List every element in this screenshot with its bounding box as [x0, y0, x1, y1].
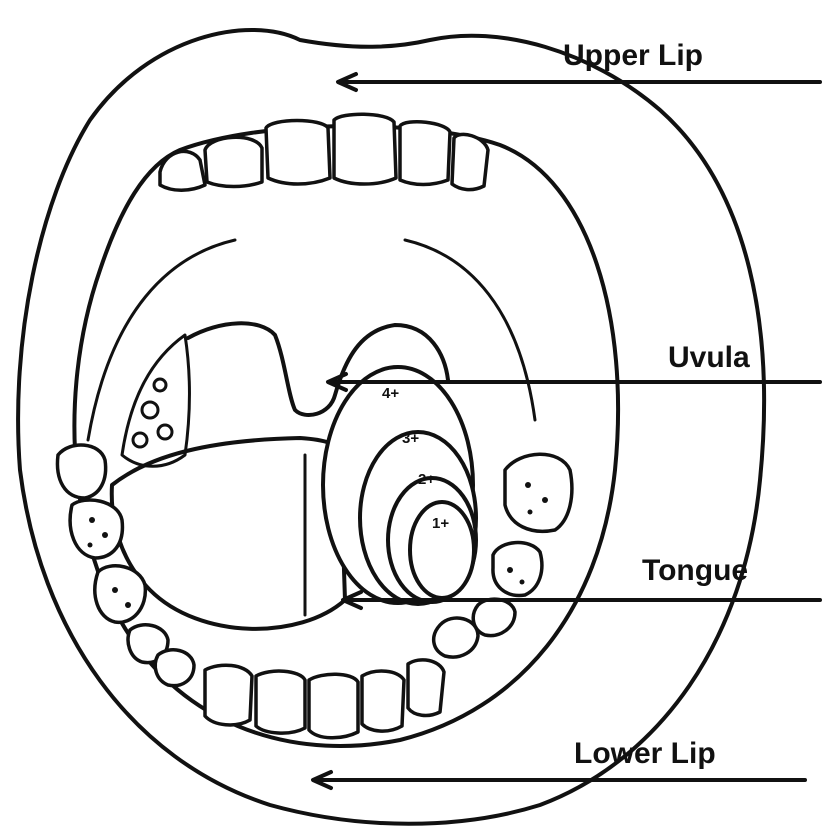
lower-tooth	[256, 671, 305, 733]
upper-tooth	[334, 114, 396, 184]
tongue-label: Tongue	[642, 554, 748, 587]
upper-tooth	[400, 122, 450, 185]
upper-tooth	[205, 137, 262, 186]
lower-tooth	[309, 674, 358, 738]
molar	[473, 599, 515, 635]
molar	[70, 500, 122, 558]
molar	[57, 445, 105, 498]
tonsil-grade-1-label: 1+	[432, 515, 449, 532]
upper-tooth	[160, 151, 205, 190]
tonsil-grade-3-label: 3+	[402, 430, 419, 447]
molar	[95, 566, 145, 623]
tonsil-grades: 1+ 2+ 3+ 4+	[323, 367, 476, 604]
molar	[493, 543, 542, 596]
tonsil-grade-4-label: 4+	[382, 385, 399, 402]
lower-lip-label: Lower Lip	[574, 737, 716, 770]
lower-tooth	[408, 660, 444, 716]
upper-lip-label: Upper Lip	[563, 39, 703, 72]
molar	[155, 650, 194, 686]
left-tonsil-area	[122, 335, 190, 466]
molar	[434, 618, 478, 657]
upper-teeth	[160, 114, 488, 190]
lower-lip-pointer: Lower Lip	[313, 737, 805, 788]
lower-tooth	[362, 671, 404, 731]
palatoglossal-arch-left	[88, 240, 235, 440]
upper-lip-pointer: Upper Lip	[338, 39, 820, 90]
lower-tooth	[205, 665, 252, 725]
left-tonsil-crypts	[133, 379, 172, 447]
uvula-label: Uvula	[668, 341, 750, 374]
molar	[505, 454, 572, 531]
tonsil-grade-2-label: 2+	[418, 471, 435, 488]
upper-tooth	[452, 134, 488, 189]
upper-tooth	[266, 121, 330, 185]
